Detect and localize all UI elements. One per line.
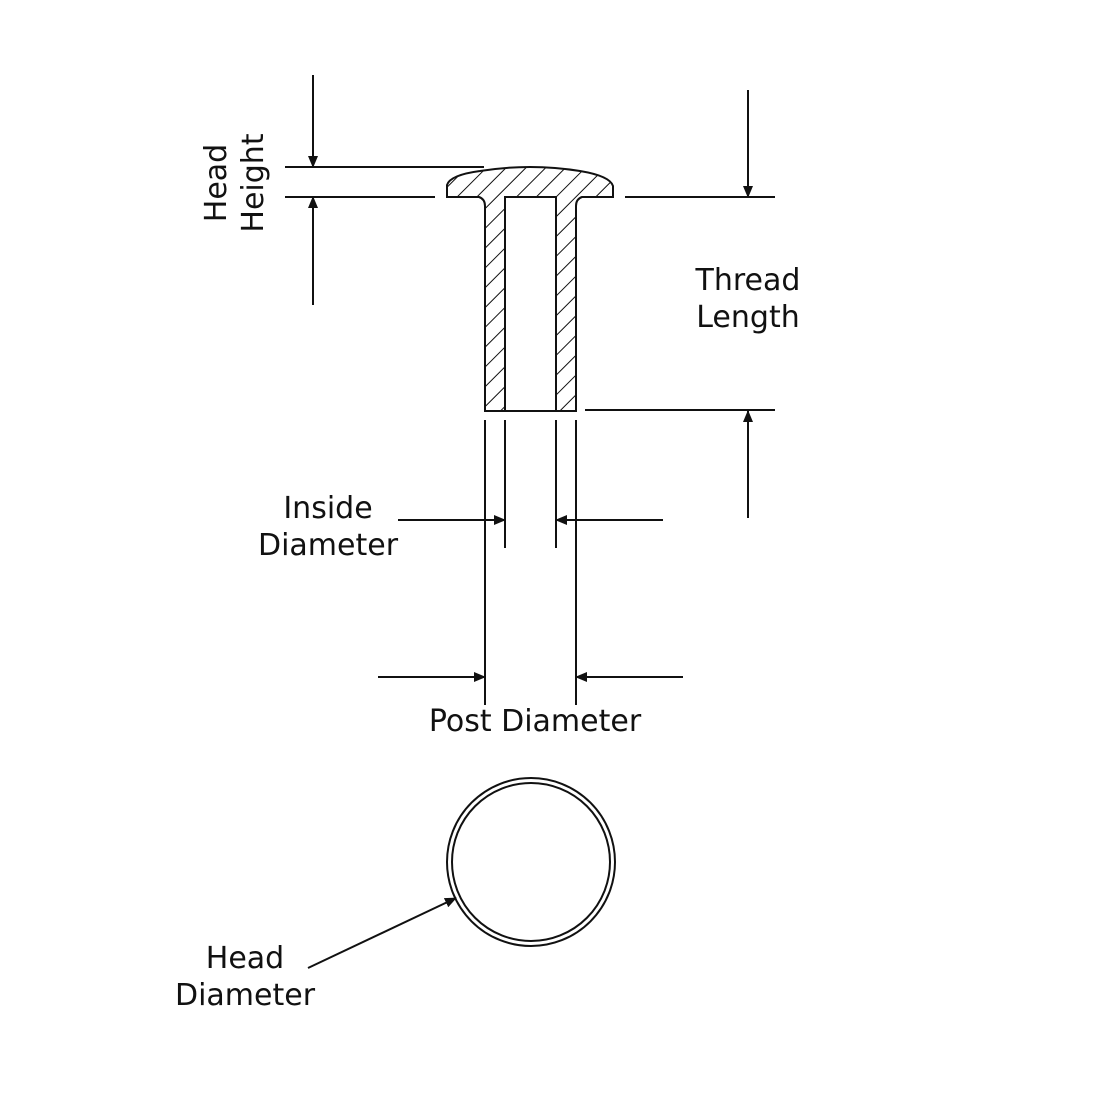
- head-height-line1: Head: [199, 143, 234, 223]
- thread-length-line2: Length: [696, 300, 800, 335]
- inside-diameter-line1: Inside: [283, 491, 373, 526]
- head-height-line2: Height: [236, 133, 271, 233]
- head-diameter-line2: Diameter: [174, 978, 316, 1013]
- head-top-view-outer: [446, 777, 616, 947]
- post-diameter-label: Post Diameter: [428, 704, 642, 739]
- head-top-view-inner: [451, 782, 611, 942]
- thread-length-label: Thread Length: [678, 262, 818, 336]
- rivet-bore: [504, 196, 557, 412]
- head-diameter-leader: [307, 897, 457, 969]
- inside-diameter-line2: Diameter: [257, 528, 399, 563]
- head-diameter-label: Head Diameter: [165, 940, 325, 1014]
- inside-diameter-label: Inside Diameter: [248, 490, 408, 564]
- head-height-label: Head Height: [198, 118, 272, 248]
- thread-length-line1: Thread: [695, 263, 801, 298]
- head-diameter-line1: Head: [205, 941, 285, 976]
